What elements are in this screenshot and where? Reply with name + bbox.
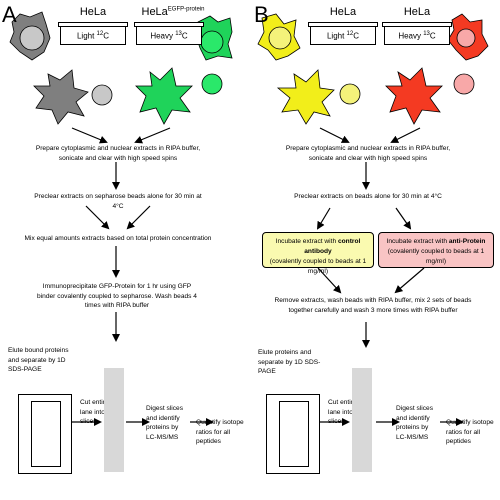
panel-b-elute: Elute proteins and separate by 1D SDS-PA… (258, 349, 321, 375)
panel-a-step-mix: Mix equal amounts extracts based on tota… (24, 235, 212, 242)
panel-b-cell-yellow-top (257, 13, 301, 61)
panel-b-gel (266, 394, 320, 474)
panel-b-gel-lane (279, 401, 309, 467)
panel-a-gel-lane (31, 401, 61, 467)
panel-a-digest: Digest slices and identify proteins by L… (146, 405, 184, 441)
panel-b-quantify: Quantify isotope ratios for all peptides (446, 419, 494, 445)
panel-b-step-preclear: Preclear extracts on beads alone for 30 … (294, 193, 442, 200)
dish-rim (134, 22, 204, 27)
dish-rim (308, 22, 378, 27)
panel-b-cell-red-top (447, 13, 489, 61)
panel-b-arrows (316, 127, 464, 426)
panel-a-cytoplasm-green (135, 67, 193, 125)
panel-a-quantify: Quantify isotope ratios for all peptides (196, 419, 244, 445)
panel-a-cytoplasm-gray (33, 69, 89, 125)
panel-a-elute: Elute bound proteins and separate by 1D … (8, 347, 69, 373)
panel-a-dish-right: Heavy 13C (134, 22, 204, 45)
panel-b-step-prepare: Prepare cytoplasmic and nuclear extracts… (285, 145, 451, 162)
panel-b-cytoplasm-yellow (276, 69, 335, 125)
dish-label: Heavy 13C (398, 31, 436, 41)
panel-b-cytoplasm-red (385, 67, 443, 125)
panel-a-gel (18, 394, 72, 474)
panel-a-step-immunoprecipitate: Immunoprecipitate GFP-Protein for 1 hr u… (37, 283, 197, 309)
panel-a-letter: A (2, 2, 17, 27)
panel-a-step-preclear: Preclear extracts on sepharose beads alo… (34, 193, 202, 210)
panel-b-dish-right: Heavy 13C (382, 22, 452, 45)
panel-a-cell-gray-top (9, 11, 51, 61)
panel-b-dish-left: Light 12C (308, 22, 378, 45)
panel-b-digest: Digest slices and identify proteins by L… (396, 405, 434, 441)
panel-a-slice-strip (104, 368, 124, 472)
panel-a-arrows (71, 127, 214, 426)
panel-b-letter: B (254, 2, 269, 27)
panel-b-nucleus-yellow (339, 83, 361, 105)
panel-a-cell-green-top (195, 15, 233, 61)
panel-b-box-control: Incubate extract with control antibody(c… (262, 232, 374, 275)
panel-b-dish-right-title: HeLa (403, 6, 431, 18)
panel-b-cut: Cut entire gel lane into slices (328, 399, 368, 425)
panel-a-dish-left-title: HeLa (79, 6, 107, 18)
dish-rim (382, 22, 452, 27)
dish-label: Light 12C (326, 31, 360, 41)
panel-b-slice-strip (352, 368, 372, 472)
panel-b-box-anti-protein: Incubate extract with anti-Protein(coval… (378, 232, 494, 268)
panel-b-nucleus-red (453, 73, 475, 95)
panel-b-step-remove: Remove extracts, wash beads with RIPA bu… (274, 297, 472, 314)
panel-a-nucleus-gray (91, 84, 113, 106)
panel-a-dish-right-title: HeLaEGFP-protein (141, 6, 205, 18)
dish-label: Heavy 13C (150, 31, 188, 41)
dish-rim (58, 22, 128, 27)
panel-b-dish-left-title: HeLa (329, 6, 357, 18)
panel-a-nucleus-green (201, 73, 223, 95)
dish-label: Light 12C (76, 31, 110, 41)
panel-a-dish-left: Light 12C (58, 22, 128, 45)
panel-a-cut: Cut entire gel lane into slices (80, 399, 120, 425)
panel-a-step-prepare: Prepare cytoplasmic and nuclear extracts… (35, 145, 201, 162)
